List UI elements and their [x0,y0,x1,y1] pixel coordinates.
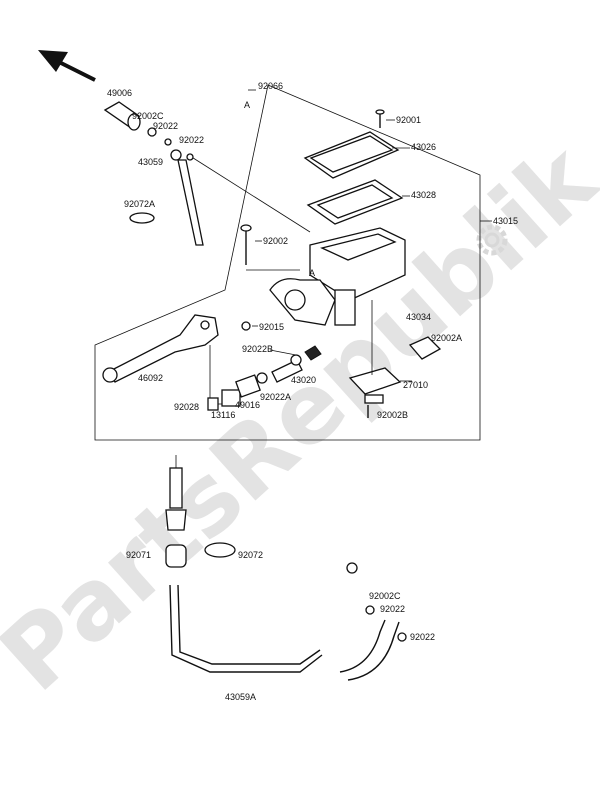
label-92022B: 92022B [242,344,273,354]
lower-hose [165,455,407,681]
label-92015: 92015 [259,322,284,332]
pivot-bolt [240,224,252,265]
label-43015: 43015 [493,216,518,226]
diaphragm [306,179,404,225]
label-92071: 92071 [126,550,151,560]
label-A-mid: A [309,268,315,278]
clutch-lever [102,314,219,383]
label-92002C-top: 92002C [132,111,164,121]
label-92002C-bottom: 92002C [369,591,401,601]
callout-labels: 49006 92002C 92022 92022 43059 92066 A 9… [107,81,518,702]
switch-holder [348,336,442,418]
leader-lines-middle [209,300,412,405]
label-49006: 49006 [107,88,132,98]
label-92002: 92002 [263,236,288,246]
label-92022A: 92022A [260,392,291,402]
cap-screw [375,109,385,128]
label-92001: 92001 [396,115,421,125]
reservoir-cap [303,131,400,179]
label-27010: 27010 [403,380,428,390]
label-92002B: 92002B [377,410,408,420]
assembly-boundary [94,84,481,441]
label-92066: 92066 [258,81,283,91]
label-92072A: 92072A [124,199,155,209]
label-43059: 43059 [138,157,163,167]
label-92002A: 92002A [431,333,462,343]
master-cylinder-body [269,227,406,326]
label-13116: 13116 [211,410,235,420]
label-43020: 43020 [291,375,316,385]
label-43034: 43034 [406,312,431,322]
label-43028: 43028 [411,190,436,200]
label-A-top: A [244,100,250,110]
label-92028: 92028 [174,402,199,412]
front-arrow-icon [38,50,96,82]
watermark: PartsRepublik [0,121,600,712]
label-92022-top: 92022 [153,121,178,131]
hose-clamp [129,212,155,224]
label-92022-bottom-2: 92022 [410,632,435,642]
reservoir-hose [103,101,204,246]
leader-lines-upper [189,89,492,327]
label-92072: 92072 [238,550,263,560]
label-43059A: 43059A [225,692,256,702]
gear-icon [476,224,508,256]
watermark-text: PartsRepublik [0,121,600,712]
label-92022-second: 92022 [179,135,204,145]
pivot-nut [241,321,251,331]
label-49016: 49016 [235,400,260,410]
label-92022-bottom-1: 92022 [380,604,405,614]
piston-assembly [207,345,322,411]
label-46092: 46092 [138,373,163,383]
label-43026: 43026 [411,142,436,152]
